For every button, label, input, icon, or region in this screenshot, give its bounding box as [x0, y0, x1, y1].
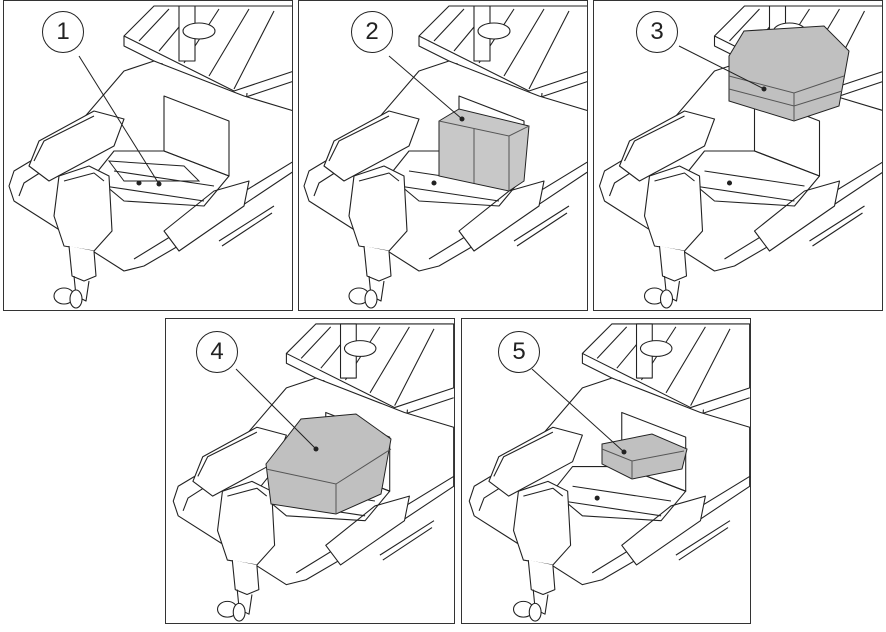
tray-highlight: [601, 433, 688, 480]
callout-4: 4: [196, 331, 238, 373]
panel-1-floor-hatch: 1: [3, 0, 293, 311]
leader-dot: [761, 86, 767, 92]
boat-illustration: [166, 319, 455, 624]
boat-illustration: [4, 1, 293, 311]
panel-4-cooler-lid: 4: [165, 318, 455, 624]
leader-line: [235, 368, 317, 450]
cooler-lid-highlight: [265, 413, 392, 515]
boat-illustration: [594, 1, 883, 311]
leader-dot: [156, 181, 162, 187]
leader-dot: [621, 449, 627, 455]
leader-dot: [459, 116, 465, 122]
rear-bench-highlight: [728, 25, 850, 122]
boat-illustration: [299, 1, 588, 311]
panel-3-rear-bench: 3: [593, 0, 883, 311]
leader-line: [388, 55, 463, 120]
leader-line: [678, 45, 765, 90]
panel-5-tray: 5: [461, 318, 751, 624]
panel-2-storage-box: 2: [298, 0, 588, 311]
boat-illustration: [462, 319, 751, 624]
leader-line: [78, 55, 160, 185]
callout-1: 1: [42, 11, 84, 53]
leader-dot: [313, 446, 319, 452]
floor-hatch-highlight: [107, 160, 201, 182]
leader-line: [531, 368, 625, 453]
callout-5: 5: [498, 331, 540, 373]
callout-3: 3: [636, 11, 678, 53]
callout-2: 2: [351, 11, 393, 53]
storage-box-highlight: [438, 108, 530, 192]
